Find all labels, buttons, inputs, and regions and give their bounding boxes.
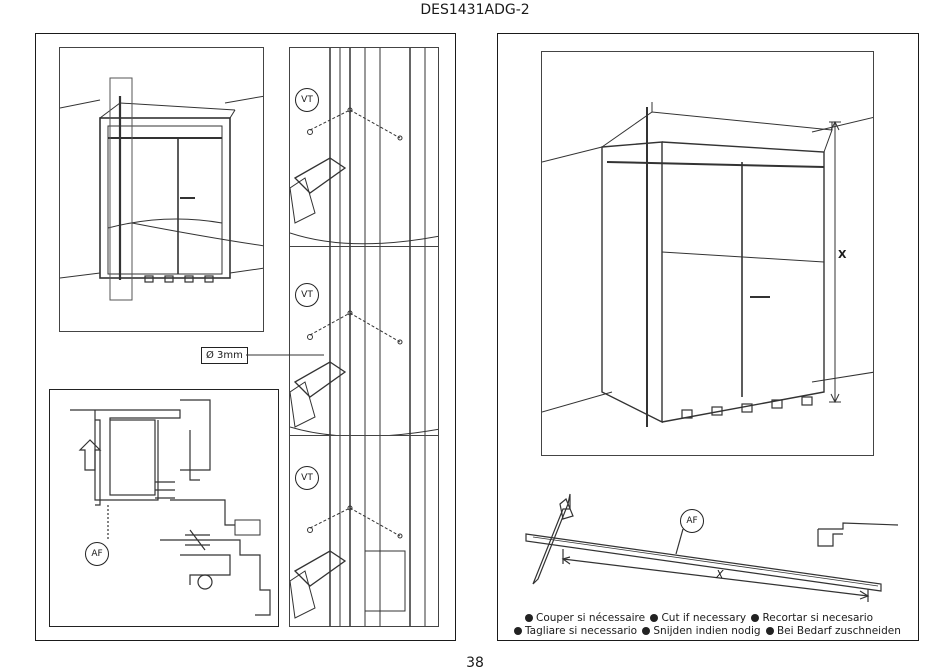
bullet-icon	[525, 614, 533, 622]
profile-section-illustration: AF	[49, 389, 279, 627]
document-code: DES1431ADG-2	[420, 2, 530, 18]
cut-instructions-line-2: Tagliare si necessario Snijden indien no…	[512, 625, 901, 637]
bullet-icon	[751, 614, 760, 622]
cut-text-it: Tagliare si necessario	[525, 625, 638, 637]
cut-instructions-line-1: Couper si nécessaire Cut if necessary Re…	[523, 612, 873, 624]
cut-text-nl: Snijden indien nodig	[653, 625, 761, 637]
page-number: 38	[466, 655, 484, 671]
screw-detail-3	[289, 435, 439, 627]
left-instruction-panel: VT VT VT Ø 3mm	[35, 33, 456, 641]
bullet-icon	[642, 627, 651, 635]
cut-text-fr: Couper si nécessaire	[536, 612, 646, 624]
cabin-measurement-illustration: X	[541, 51, 874, 456]
profile-length-label: X	[716, 568, 724, 581]
vt-callout-2: VT	[295, 283, 319, 307]
vt-callout-1: VT	[295, 88, 319, 112]
screw-detail-2	[289, 246, 439, 436]
cut-text-es: Recortar si necesario	[762, 612, 874, 624]
right-instruction-panel: X AF X Couper si nécessaire Cut if neces…	[497, 33, 919, 641]
bullet-icon	[765, 627, 774, 635]
cut-text-en: Cut if necessary	[661, 612, 747, 624]
cut-text-de: Bei Bedarf zuschneiden	[776, 625, 901, 637]
drill-diameter-label: Ø 3mm	[201, 347, 248, 364]
af-callout-profile: AF	[85, 542, 109, 566]
bullet-icon	[514, 627, 522, 635]
height-dimension-label: X	[838, 248, 847, 261]
bullet-icon	[650, 614, 659, 622]
af-callout-cut: AF	[680, 509, 704, 533]
vt-callout-3: VT	[295, 466, 319, 490]
screw-detail-1	[289, 47, 439, 247]
cabin-overview-illustration	[59, 47, 264, 332]
